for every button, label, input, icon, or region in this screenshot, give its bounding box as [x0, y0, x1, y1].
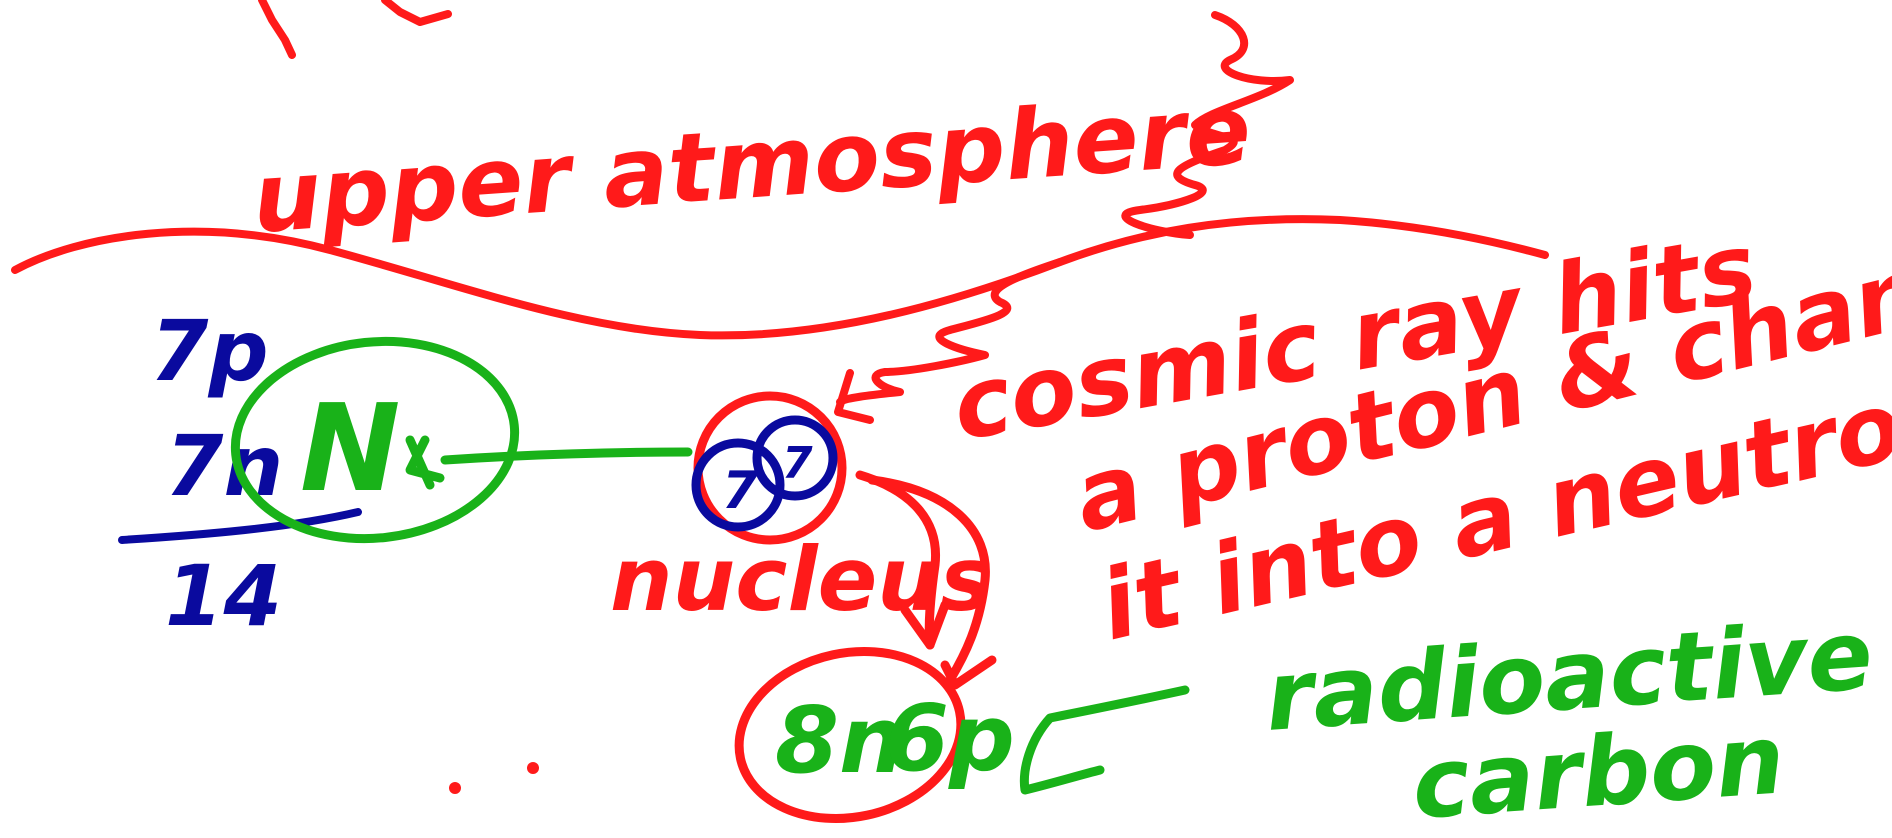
down-arrowhead-left [900, 600, 950, 650]
nucleus-right-number: 7 [782, 438, 813, 489]
nitrogen-mass-label: 14 [165, 547, 282, 645]
down-arrow-right [867, 475, 990, 685]
nitrogen-arrow-line [440, 447, 693, 465]
carbon-circle [734, 646, 966, 824]
down-arrow-left [855, 470, 941, 650]
dot-right [527, 762, 539, 774]
carbon-neutrons-label: 8n [775, 687, 905, 794]
carbon-pointer-arrow [1019, 685, 1190, 795]
nucleus-proton-circle [691, 438, 785, 532]
atmosphere-curve [11, 215, 1549, 340]
nitrogen-symbol: N [300, 380, 400, 519]
carbon-protons-label: 6p [885, 685, 1015, 792]
carbon-label: carbon [1409, 703, 1788, 838]
cosmic-ray-zigzag-lower [836, 258, 1064, 406]
nitrogen-neutrons-label: 7n [165, 417, 283, 515]
upper-atmosphere-label: upper atmosphere [249, 73, 1254, 254]
nitrogen-sum-line [118, 508, 362, 544]
top-remnant-stroke [258, 0, 452, 59]
cosmic-ray-arrowhead [834, 369, 874, 424]
nitrogen-protons-label: 7p [150, 302, 269, 400]
nitrogen-arrowhead [405, 435, 445, 490]
dot-left [449, 782, 461, 794]
nitrogen-circle [230, 336, 520, 544]
nucleus-neutron-circle [752, 415, 838, 501]
down-arrowhead-right [940, 655, 997, 690]
nucleus-left-number: 7 [722, 461, 759, 521]
cosmic-ray-zigzag-top [1121, 11, 1294, 239]
